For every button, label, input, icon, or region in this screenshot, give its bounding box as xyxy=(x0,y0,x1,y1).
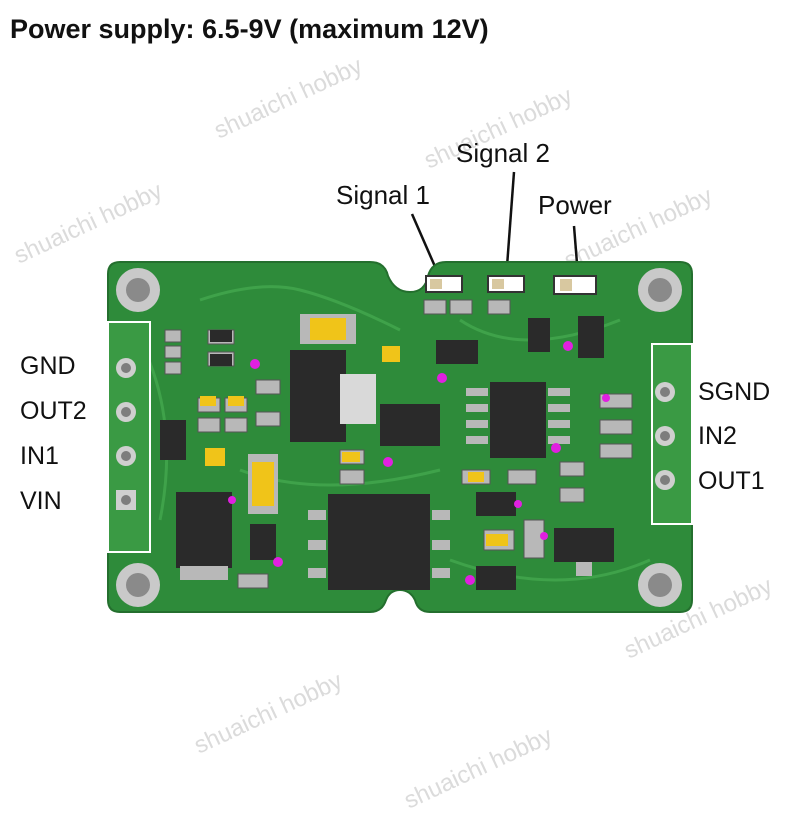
led-signal-2 xyxy=(487,275,525,293)
left-header xyxy=(107,321,151,553)
mounting-hole xyxy=(116,268,160,312)
sot23-chip xyxy=(578,316,604,358)
pin-label-in1: IN1 xyxy=(20,442,59,470)
marker-dots xyxy=(228,341,610,585)
diode xyxy=(476,492,516,516)
pin-label-in2: IN2 xyxy=(698,422,737,450)
pin-label-vin: VIN xyxy=(20,487,62,515)
power-label: Power xyxy=(538,190,612,220)
header-pin xyxy=(116,358,136,378)
sot23-chip xyxy=(436,340,478,364)
tantalum-capacitor xyxy=(248,454,278,514)
mounting-hole xyxy=(638,268,682,312)
pin-label-out1: OUT1 xyxy=(698,467,765,495)
sot23-chip xyxy=(528,318,550,352)
small-capacitors xyxy=(200,346,508,546)
pin-label-out2: OUT2 xyxy=(20,397,87,425)
pin-label-sgnd: SGND xyxy=(698,378,771,406)
sot-regulator xyxy=(380,404,440,446)
inductor-chip xyxy=(290,350,346,442)
pin-label-gnd: GND xyxy=(20,352,76,380)
regulator-tab xyxy=(340,374,376,424)
signal-2-label: Signal 2 xyxy=(456,138,550,168)
led-power xyxy=(553,275,597,295)
header-pin xyxy=(116,402,136,422)
power-mosfet xyxy=(176,492,232,568)
header-pin xyxy=(655,382,675,402)
mounting-hole xyxy=(116,563,160,607)
page-title: Power supply: 6.5-9V (maximum 12V) xyxy=(10,14,489,44)
led-signal-1 xyxy=(425,275,463,293)
signal-1-label: Signal 1 xyxy=(336,180,430,210)
qfn-chip xyxy=(328,494,430,590)
header-pin xyxy=(116,490,136,510)
header-pin xyxy=(116,446,136,466)
header-pin xyxy=(655,470,675,490)
diode xyxy=(476,566,516,590)
soic-chip xyxy=(490,382,546,458)
mounting-hole xyxy=(638,563,682,607)
small-ic xyxy=(250,524,276,560)
tantalum-capacitor xyxy=(300,314,356,344)
header-pin xyxy=(655,426,675,446)
sot223-chip xyxy=(554,528,614,562)
